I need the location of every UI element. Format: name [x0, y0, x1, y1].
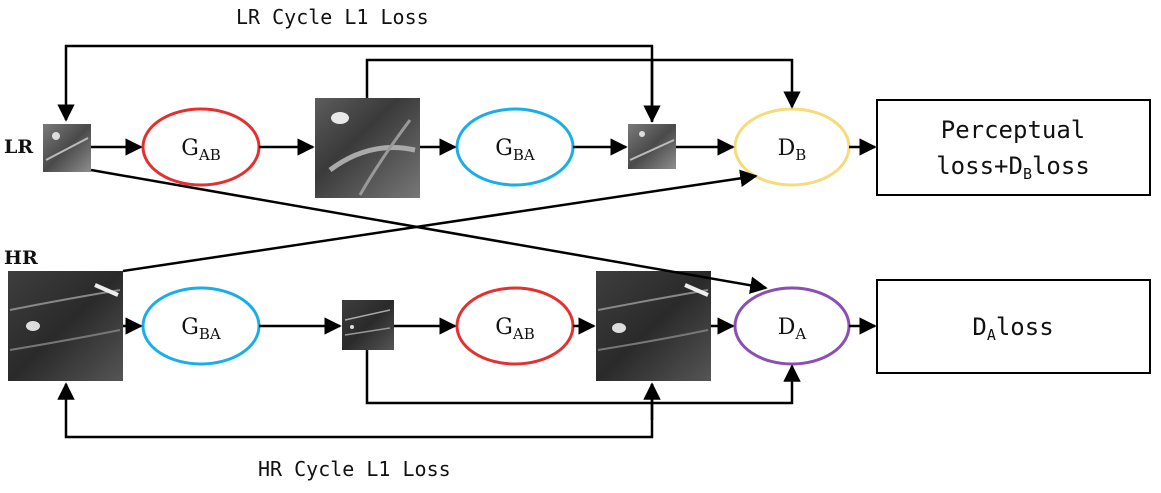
hr-cycle-loss-label: HR Cycle L1 Loss	[258, 457, 451, 481]
hr-input-image	[8, 271, 123, 381]
gen-bottom-to-da	[365, 350, 801, 405]
top-g-ab-label: GAB	[181, 136, 220, 164]
generated-lr-image-bottom	[342, 300, 394, 350]
top-output-line1: Perceptual	[941, 116, 1086, 144]
lr-cycle-loss-label: LR Cycle L1 Loss	[236, 5, 429, 29]
hr-cycle-loop	[57, 382, 654, 439]
top-output-box	[876, 99, 1151, 196]
reconstructed-hr-image	[596, 271, 711, 381]
generated-hr-image-top	[315, 98, 420, 198]
bottom-output-box	[876, 279, 1151, 374]
bottom-d-a-label: DA	[778, 315, 807, 343]
top-g-ba-label: GBA	[495, 136, 535, 164]
bottom-g-ba-label: GBA	[181, 315, 221, 343]
top-d-b-label: DB	[778, 136, 807, 164]
top-output-line2: loss+DBloss	[936, 152, 1090, 183]
cross-lr-to-da	[90, 168, 768, 294]
bottom-g-ab-label: GAB	[495, 315, 534, 343]
hr-label: HR	[4, 247, 38, 269]
lr-input-image	[43, 124, 91, 172]
cross-hr-to-db	[122, 169, 758, 273]
bottom-output-label: DAloss	[972, 313, 1053, 344]
reconstructed-lr-image	[628, 124, 676, 169]
lr-label: LR	[4, 136, 33, 158]
gen-top-to-db	[365, 58, 801, 109]
